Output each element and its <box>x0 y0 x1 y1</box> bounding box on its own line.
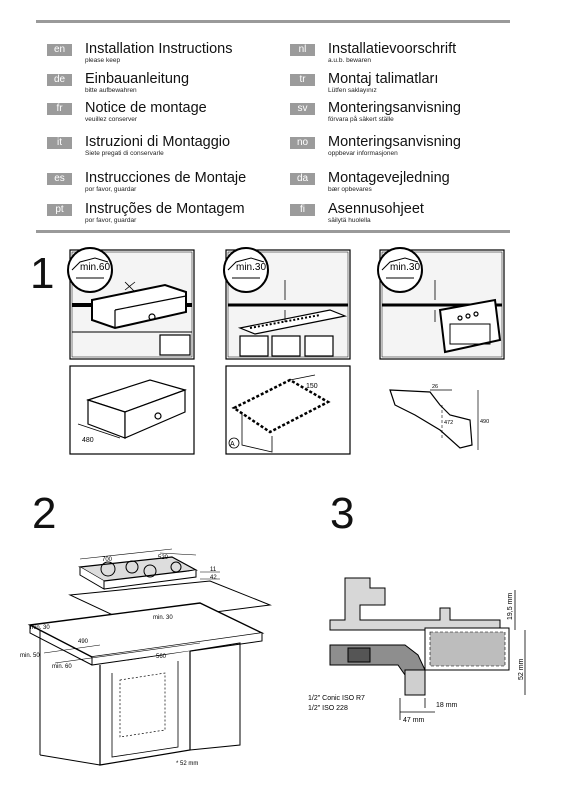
lang-subtitle: please keep <box>85 57 121 64</box>
dim-560: 560 <box>156 654 167 660</box>
lang-subtitle: säilytä huolella <box>328 217 371 224</box>
dim-19-5mm: 19,5 mm <box>507 593 514 620</box>
dim-min60: min. 60 <box>52 664 72 670</box>
lang-title: Instruções de Montagem <box>85 201 245 217</box>
header-top-rule <box>36 20 510 23</box>
panel-cutout <box>225 365 351 455</box>
lang-title: Installation Instructions <box>85 41 233 57</box>
lang-code: tr <box>290 74 315 86</box>
profile-top-label: 26 <box>432 384 438 390</box>
step-number-2: 2 <box>32 489 57 538</box>
lang-subtitle: bær opbevares <box>328 186 372 193</box>
iso-label: 1/2" ISO 228 <box>308 705 348 712</box>
lang-subtitle: förvara på säkert ställe <box>328 116 394 123</box>
lang-title: Istruzioni di Montaggio <box>85 134 231 150</box>
dim-11: 11 <box>210 567 217 573</box>
step-number-3: 3 <box>330 489 355 538</box>
lang-subtitle: veuillez conserver <box>85 116 138 123</box>
panel-drawer-cabinet <box>67 247 195 360</box>
lang-code: da <box>290 173 315 185</box>
lang-subtitle: bitte aufbewahren <box>85 87 137 94</box>
lang-title: Instrucciones de Montaje <box>85 170 247 186</box>
lang-code: de <box>47 74 72 86</box>
lang-title: Einbauanleitung <box>85 71 190 87</box>
lang-title: Asennusohjeet <box>328 201 424 217</box>
lang-subtitle: por favor, guardar <box>85 186 137 193</box>
dim-42: 42 <box>210 575 217 581</box>
panel-oven-cabinet <box>377 247 505 360</box>
dim-700: 700 <box>102 557 113 563</box>
lang-subtitle: oppbevar informasjonen <box>328 150 398 157</box>
step3-illustration: 1/2" Conic ISO R7 1/2" ISO 228 18 mm 47 … <box>308 577 526 724</box>
lang-code: it <box>47 137 72 149</box>
lang-title: Monteringsanvisning <box>328 134 461 150</box>
dim-min30-right: min. 30 <box>153 615 173 621</box>
lang-title: Montagevejledning <box>328 170 450 186</box>
step1-illustrations: min.60 min.30 <box>67 247 505 455</box>
lang-code: no <box>290 137 315 149</box>
dim-490: 490 <box>78 639 89 645</box>
conic-label: 1/2" Conic ISO R7 <box>308 695 365 702</box>
lang-code: sv <box>290 103 315 115</box>
dim-min30-left: min. 30 <box>30 625 50 631</box>
step2-illustration: 700 520 11 42 min. 30 min. 50 490 560 mi… <box>20 548 272 767</box>
lang-code: en <box>47 44 72 56</box>
clearance-label-3: min.30 <box>390 262 420 273</box>
lang-code: es <box>47 173 72 185</box>
lang-title: Notice de montage <box>85 100 207 116</box>
profile-mid-label: 472 <box>444 420 453 426</box>
dim-52mm: 52 mm <box>518 658 525 680</box>
lang-code: nl <box>290 44 315 56</box>
cutout-width-label: 150 <box>306 383 318 390</box>
clearance-label-2: min.30 <box>236 262 266 273</box>
step-number-1: 1 <box>30 249 55 298</box>
lang-subtitle: por favor, guardar <box>85 217 137 224</box>
lang-title: Installatievoorschrift <box>328 41 457 57</box>
lang-title: Montaj talimatları <box>328 71 439 87</box>
lang-title: Monteringsanvisning <box>328 100 461 116</box>
dim-47mm: 47 mm <box>403 717 425 724</box>
lang-subtitle: Lütfen saklayınız <box>328 87 377 94</box>
panel-drawer-box <box>69 365 195 455</box>
panel-profile-detail <box>389 389 479 450</box>
dim-min50-left: min. 50 <box>20 653 40 659</box>
lang-subtitle: Siete pregati di conservarle <box>85 150 164 157</box>
lang-code: fi <box>290 204 315 216</box>
lang-code: pt <box>47 204 72 216</box>
footnote: * 52 mm <box>176 761 198 767</box>
clearance-label-1: min.60 <box>80 262 110 273</box>
panel-hob-cabinet <box>223 247 351 360</box>
dim-520: 520 <box>158 555 169 561</box>
drawer-width-label: 480 <box>82 437 94 444</box>
profile-right-label: 490 <box>480 419 489 425</box>
dim-18mm: 18 mm <box>436 702 458 709</box>
lang-code: fr <box>47 103 72 115</box>
header-bottom-rule <box>36 230 510 233</box>
cutout-marker: A <box>230 441 235 448</box>
lang-subtitle: a.u.b. bewaren <box>328 57 372 64</box>
